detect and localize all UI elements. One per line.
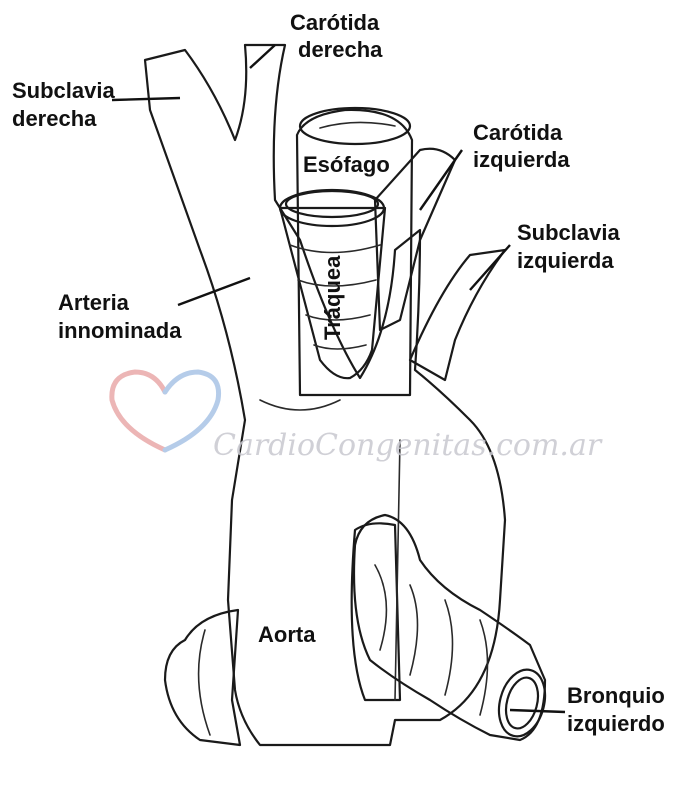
pointer-carotida-derecha — [250, 45, 275, 68]
right-bronchus-shape — [165, 610, 240, 745]
label-aorta: Aorta — [258, 622, 316, 647]
right-bronchus — [165, 610, 240, 745]
pointer-subclavia-derecha — [112, 98, 180, 100]
label-arteria-innominada-2: innominada — [58, 318, 182, 343]
esophagus — [297, 108, 412, 700]
label-esofago: Esófago — [303, 152, 390, 177]
label-carotida-izquierda-2: izquierda — [473, 147, 570, 172]
esophagus-lower — [352, 523, 400, 700]
pointer-bronquio-izquierdo — [510, 710, 565, 712]
heart-icon — [112, 372, 165, 450]
labels: Carótida derecha Subclavia derecha Carót… — [12, 10, 665, 736]
label-bronquio-izquierdo-2: izquierdo — [567, 711, 665, 736]
watermark-text: CardioCongenitas.com.ar — [213, 428, 603, 463]
label-carotida-izquierda-1: Carótida — [473, 120, 563, 145]
label-subclavia-derecha-2: derecha — [12, 106, 97, 131]
pointer-arteria-innominada — [178, 278, 250, 305]
label-traquea: Tráquea — [320, 255, 345, 340]
label-subclavia-derecha-1: Subclavia — [12, 78, 115, 103]
label-carotida-derecha-1: Carótida — [290, 10, 380, 35]
pointer-carotida-izquierda — [420, 150, 462, 210]
label-arteria-innominada-1: Arteria — [58, 290, 130, 315]
label-carotida-derecha-2: derecha — [298, 37, 383, 62]
left-bronchus — [354, 515, 552, 742]
label-bronquio-izquierdo-1: Bronquio — [567, 683, 665, 708]
left-bronchus-shape — [354, 515, 545, 740]
label-subclavia-izquierda-2: izquierda — [517, 248, 614, 273]
left-subclavian-shape — [410, 250, 505, 380]
watermark: CardioCongenitas.com.ar — [112, 372, 603, 463]
label-subclavia-izquierda-1: Subclavia — [517, 220, 620, 245]
